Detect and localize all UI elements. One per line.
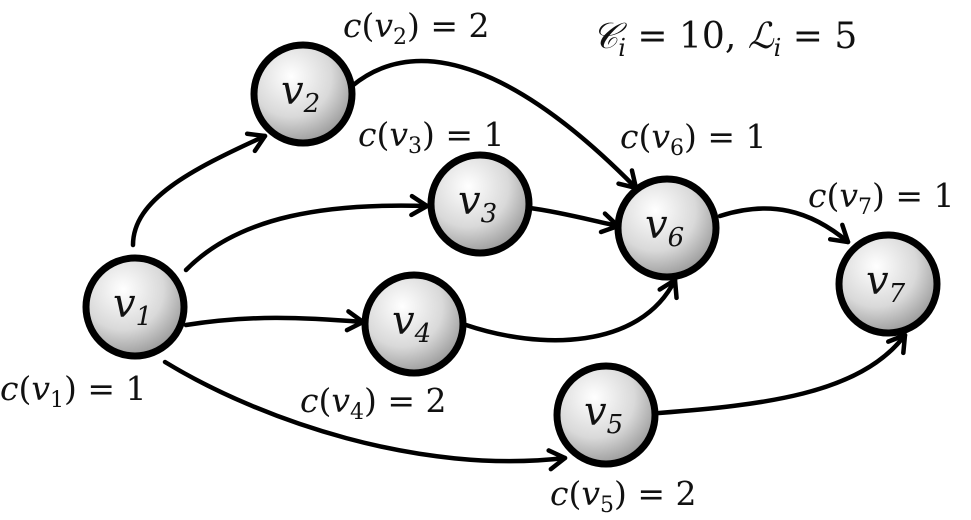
cost-label-v5: c(v5) = 2	[550, 474, 697, 518]
node-v7: v7	[835, 231, 941, 337]
node-label-v6: v6	[645, 202, 684, 253]
arrowhead-v1-v3	[409, 193, 430, 218]
edge-v1-v3	[183, 203, 430, 273]
node-v1: v1	[82, 254, 188, 360]
arrowhead-v4-v6	[657, 277, 679, 301]
node-circle-v7	[835, 231, 941, 337]
node-label-v1: v1	[113, 281, 152, 332]
node-label-v4: v4	[392, 298, 431, 349]
arrowhead-v1-v5	[546, 448, 568, 472]
arrowhead-v1-v2	[244, 131, 268, 154]
cost-label-v3: c(v3) = 1	[358, 115, 505, 159]
node-v5: v5	[553, 362, 659, 468]
node-circle-v2	[250, 41, 356, 147]
node-circle-v4	[361, 271, 467, 377]
node-label-v7: v7	[866, 258, 906, 309]
node-label-v3: v3	[458, 178, 497, 229]
node-v3: v3	[427, 151, 533, 257]
edge-v6-v7	[717, 206, 851, 245]
node-label-v2: v2	[281, 68, 320, 119]
node-label-v5: v5	[584, 389, 623, 440]
edge-v1-v4	[183, 315, 366, 328]
edge-v5-v7	[656, 332, 908, 416]
cost-label-v7: c(v7) = 1	[808, 176, 955, 220]
edge-v1-v5	[162, 359, 568, 464]
node-circle-v5	[553, 362, 659, 468]
cost-label-v2: c(v2) = 2	[343, 6, 490, 50]
node-circle-v6	[614, 175, 720, 281]
parameters-label: 𝒞i = 10, ℒi = 5	[592, 16, 857, 62]
node-v6: v6	[614, 175, 720, 281]
edge-v2-v6	[349, 58, 639, 191]
node-v2: v2	[250, 41, 356, 147]
arrowhead-v5-v7	[886, 332, 908, 356]
arrowhead-v6-v7	[827, 222, 851, 245]
edges-layer	[130, 58, 908, 472]
edge-v4-v6	[463, 277, 678, 343]
cost-labels-layer: c(v1) = 1 c(v2) = 2 c(v3) = 1 c(v4) = 2 c(v5…	[0, 6, 955, 518]
cost-label-v1: c(v1) = 1	[0, 369, 147, 413]
nodes-layer: v1 v2 v3 v4 v5 v6 v7	[82, 41, 941, 468]
edge-v1-v2	[130, 133, 268, 248]
edge-v3-v6	[527, 205, 621, 229]
cost-label-v4: c(v4) = 2	[300, 381, 447, 425]
cost-label-v6: c(v6) = 1	[620, 117, 767, 161]
node-v4: v4	[361, 271, 467, 377]
node-circle-v1	[82, 254, 188, 360]
node-circle-v3	[427, 151, 533, 257]
